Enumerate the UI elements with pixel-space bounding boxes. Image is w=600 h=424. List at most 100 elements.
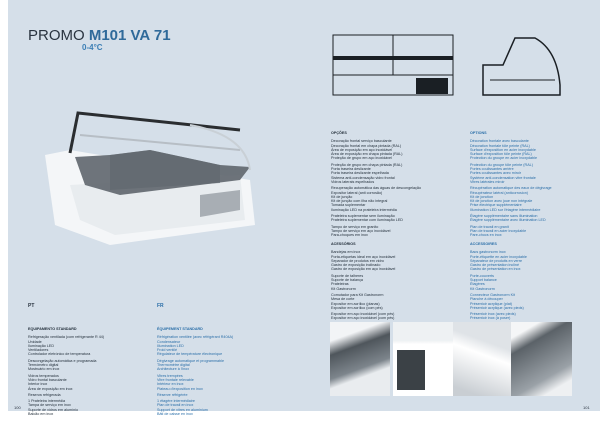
product-render: [45, 111, 255, 245]
list-item: Suporte de vidros em alumínio: [28, 407, 79, 412]
list-item: Architecture à l'inox: [157, 367, 190, 372]
list-item: Tampa de serviço em inox: [28, 403, 71, 408]
list-item: Intérieur en inox: [157, 382, 184, 387]
list-item: 1 étagère intermédiaire: [157, 399, 195, 404]
technical-drawing-side: [482, 37, 561, 96]
page-number-left: 100: [14, 405, 21, 410]
list-item: Condensateur: [157, 339, 181, 344]
list-item: Expositor lateral (anti corrosão): [331, 190, 383, 195]
list-item: Plan de travail en granit: [470, 224, 509, 229]
list-item: Proteção de grupo em chapa pintada (RAL): [331, 162, 403, 167]
list-item: Gastro de exposição inclinado: [331, 263, 381, 268]
list-item: Prateleiras: [331, 282, 349, 287]
list-item: Tampo de serviço em aço inoxidável: [331, 228, 391, 233]
list-item: Porta-etiquetas ideal em aço inoxidável: [331, 254, 396, 259]
list-item: Illumination LED sur l'étagère intermédi…: [470, 207, 541, 212]
list-item: Decoração frontal serviço basculante: [331, 139, 392, 144]
list-item: Planche à découper: [470, 297, 503, 302]
list-item: Balcão em inox: [28, 412, 54, 417]
list-item: Réfrigération ventilée (avec réfrigérant…: [157, 335, 234, 340]
list-item: Unidade: [28, 339, 42, 344]
list-item: Vidros laterais espelhados: [331, 179, 375, 184]
list-item: Sistema anti-condensação vidro frontal: [331, 175, 395, 180]
list-item: Dégivrage automatique et programmable: [157, 358, 225, 363]
list-item: Bandejas em inox: [331, 250, 361, 255]
list-item: Protection du groupe en acier inoxydable: [470, 156, 538, 161]
list-item: Thermomètre digital: [157, 363, 190, 368]
list-item: Bacs gastronorm inox: [470, 250, 506, 255]
list-item: Expositor em aço inoxidável (com pés): [331, 312, 395, 317]
list-item: Para-choques em inox: [331, 233, 368, 238]
list-item: Expositor em acrílico (com pés): [331, 305, 383, 310]
list-item: Illumination LED: [157, 343, 184, 348]
list-item: Refrigeração ventilada (com refrigerante…: [28, 335, 105, 340]
list-item: Système anti-condensation vitre frontale: [470, 175, 536, 180]
list-item: Vitre frontale relevable: [157, 377, 194, 382]
list-item: Prise électrique supplémentaire: [470, 203, 522, 208]
list-item: Tomada suplementar: [331, 203, 366, 208]
list-item: Portes coulissantes avec miroir: [470, 171, 522, 176]
list-item: Étagères: [470, 282, 485, 287]
temperature-range: 0-4°C: [82, 43, 103, 52]
list-item: Ventiladores: [28, 348, 49, 353]
list-item: Surface d'exposition en acier inoxydable: [470, 147, 536, 152]
list-item: Porte-étiquette en acier inoxydable: [470, 254, 527, 259]
detail-photo-3: [453, 322, 511, 396]
list-item: Termómetro digital: [28, 363, 59, 368]
list-item: Protection du groupe tôle peinte (RAL): [470, 162, 533, 167]
list-item: Plan de travail en inox: [157, 403, 194, 408]
list-item: Réserve réfrigérée: [157, 392, 188, 397]
list-item: Présentoir inox (à poser): [470, 316, 511, 321]
list-item: Support de vitres en aluminium: [157, 407, 208, 412]
list-item: Kit de jonction avec joue non intégrale: [470, 199, 533, 204]
list-item: Porte-couverts: [470, 273, 494, 278]
list-item: Bâti de caisse en inox: [157, 412, 193, 417]
list-item: Plateau d'exposition en inox: [157, 386, 203, 391]
list-item: Gastro de présentation incliné: [470, 263, 519, 268]
list-item: Kit de junção: [331, 194, 353, 199]
list-item: Controlador eletrónico de temperatura: [28, 352, 91, 357]
list-item: Étagère supplémentaire sans illumination: [470, 214, 538, 219]
list-item: Iluminação LED na prateleira intermédia: [331, 207, 397, 212]
list-item: Comutador para Kit Gastronorm: [331, 292, 384, 297]
list-item: Kit Gastronorm: [470, 286, 495, 291]
list-item: Vitres trempées: [157, 373, 183, 378]
list-item: Mostruário em inox: [28, 367, 60, 372]
section-heading: OPÇÕES: [331, 131, 347, 135]
section-heading: ÉQUIPEMENT STANDARD: [157, 327, 203, 331]
list-item: Reserva refrigerada: [28, 392, 61, 397]
list-item: Décoration frontale tôle peinte (RAL): [470, 143, 530, 148]
list-item: Récupérateur latéral (anticorrosion): [470, 190, 529, 195]
list-item: Vidros temperados: [28, 373, 59, 378]
pt-options-list: OPÇÕES Decoração frontal serviço basculan…: [331, 131, 421, 238]
list-item: Expositor em acrílico (planas): [331, 301, 380, 306]
list-item: 1 Prateleira intermédia: [28, 399, 66, 404]
list-item: Froid ventilé: [157, 348, 178, 353]
list-item: Descongelação automática e programada: [28, 358, 97, 363]
list-item: Support balance: [470, 278, 497, 283]
list-item: Séparateur de produits en verre: [470, 258, 523, 263]
detail-photo-1: [330, 322, 390, 396]
list-item: Recuperação automática das águas de desc…: [331, 186, 421, 191]
list-item: Porta traseira deslizante espelhada: [331, 171, 389, 176]
list-item: Área de exposição em aço inoxidável: [331, 147, 393, 152]
technical-drawing-front: [332, 34, 454, 96]
section-heading: ACESSÓRIOS: [331, 242, 356, 246]
list-item: Separador de produtos em vidro: [331, 258, 384, 263]
list-item: Gastro de exposição em aço inoxidável: [331, 267, 396, 272]
list-item: Interior inox: [28, 382, 48, 387]
lang-label-fr: FR: [157, 303, 164, 309]
fr-standard-list: ÉQUIPEMENT STANDARD Réfrigération ventilé…: [157, 327, 233, 416]
list-item: Portes coulissantes arrière: [470, 167, 514, 172]
list-item: Mesa de corte: [331, 297, 355, 302]
list-item: Proteção de grupo em aço inoxidável: [331, 156, 392, 161]
list-item: Prateleira suplementar sem iluminação: [331, 214, 395, 219]
list-item: Pare-chocs en inox: [470, 233, 502, 238]
list-item: Decoração frontal em chapa pintada (RAL): [331, 143, 402, 148]
list-item: Kit de junção com ilha não integral: [331, 199, 388, 204]
lang-label-pt: PT: [28, 303, 35, 309]
